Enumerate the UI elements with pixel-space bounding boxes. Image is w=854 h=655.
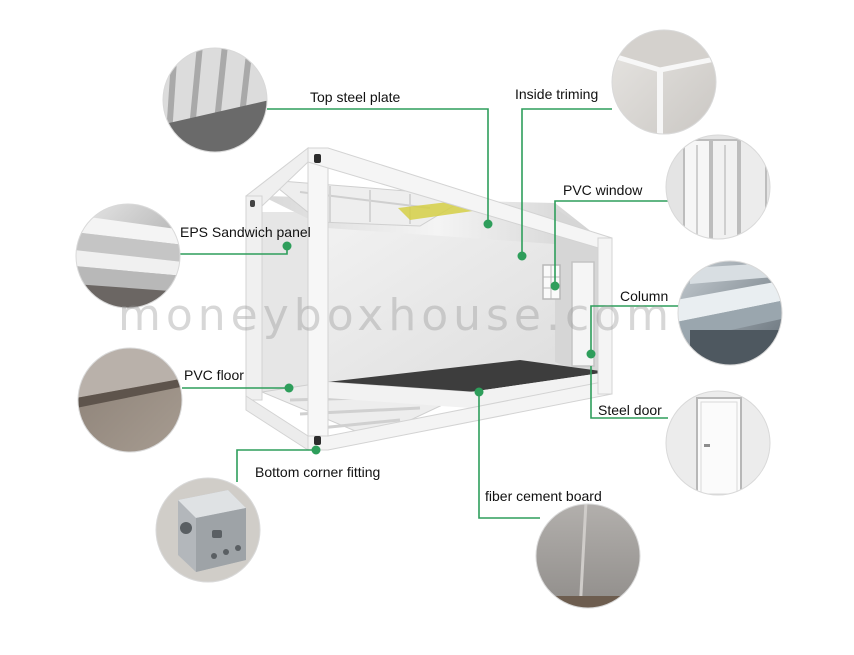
eps-sandwich-panel-photo xyxy=(76,204,180,308)
pvc-window-photo xyxy=(666,135,770,239)
pvc-floor-photo xyxy=(78,348,182,452)
label-steel-door: Steel door xyxy=(598,402,662,418)
fiber-cement-board-photo xyxy=(536,504,640,608)
column-photo xyxy=(678,261,782,365)
label-column: Column xyxy=(620,288,669,304)
label-fiber-cement-board: fiber cement board xyxy=(485,488,602,504)
inside-triming-photo xyxy=(612,30,716,134)
label-pvc-window: PVC window xyxy=(563,182,643,198)
watermark: moneyboxhouse.com xyxy=(118,290,674,341)
bottom-corner-fitting-photo xyxy=(156,478,260,582)
label-inside-triming: Inside triming xyxy=(515,86,599,102)
label-eps-sandwich-panel: EPS Sandwich panel xyxy=(180,224,311,240)
callout-lines xyxy=(180,108,682,519)
container-house xyxy=(245,146,613,451)
steel-door-photo xyxy=(666,391,770,495)
callout-dots xyxy=(282,219,596,455)
front-right-column xyxy=(597,237,613,395)
top-steel-plate-photo xyxy=(163,48,267,152)
label-bottom-corner-fitting: Bottom corner fitting xyxy=(255,464,381,480)
label-top-steel-plate: Top steel plate xyxy=(310,89,401,105)
steel-door-in-house xyxy=(571,261,595,367)
label-pvc-floor: PVC floor xyxy=(184,367,244,383)
house-floor xyxy=(327,360,608,392)
